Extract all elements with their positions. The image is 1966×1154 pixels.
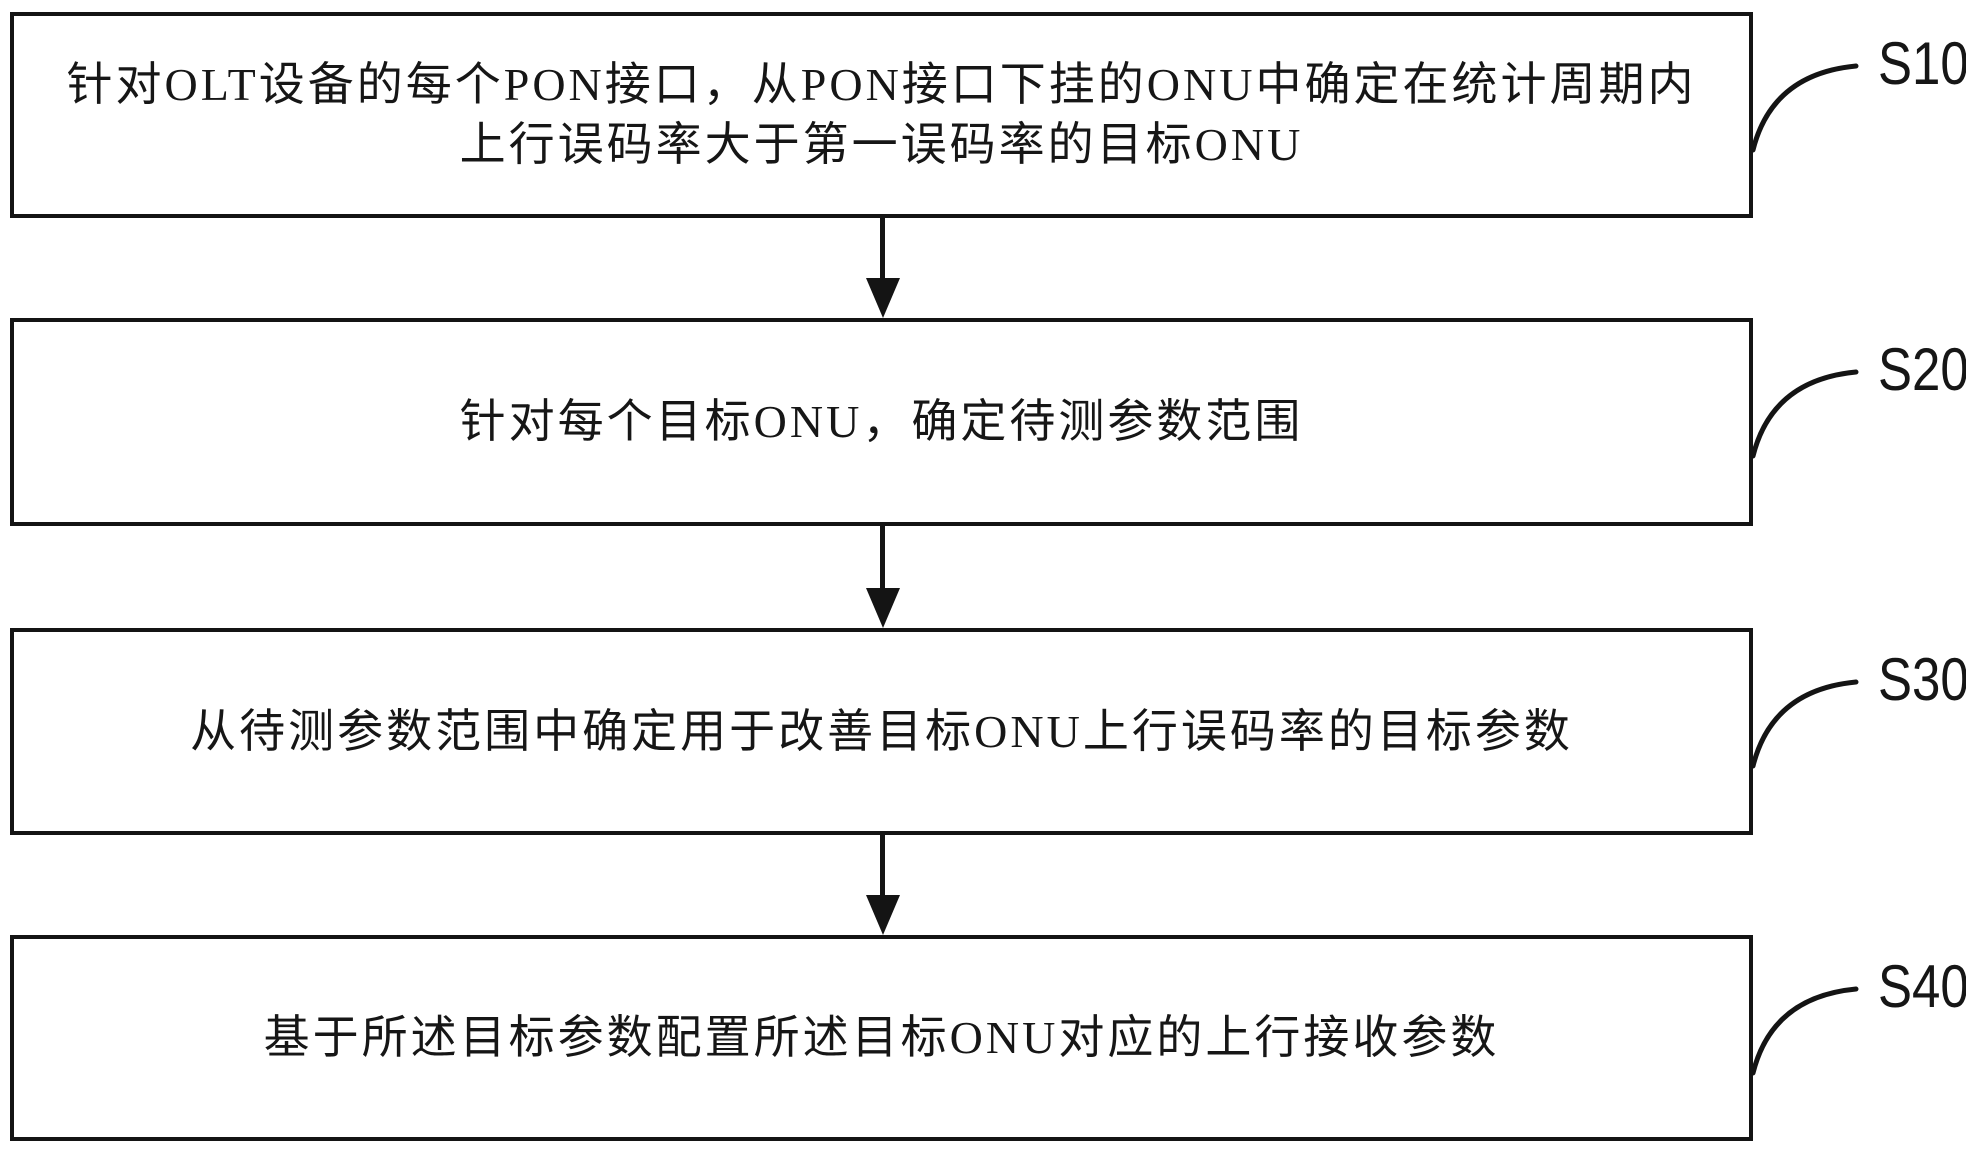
arrow-down-icon: [866, 278, 900, 318]
step-text-line: 针对每个目标ONU，确定待测参数范围: [459, 396, 1304, 448]
leader-curve-s40: [1750, 986, 1859, 1076]
leader-curve-s20: [1750, 369, 1859, 459]
step-text-line: 针对OLT设备的每个PON接口，从PON接口下挂的ONU中确定在统计周期内: [66, 59, 1697, 111]
flow-connector-line: [880, 218, 885, 280]
flow-step-box-s30: 从待测参数范围中确定用于改善目标ONU上行误码率的目标参数: [10, 628, 1753, 835]
flow-connector-line: [880, 526, 885, 590]
flow-step-box-s40: 基于所述目标参数配置所述目标ONU对应的上行接收参数: [10, 935, 1753, 1141]
step-label-s40: S40: [1878, 953, 1966, 1020]
step-text-line: 上行误码率大于第一误码率的目标ONU: [459, 119, 1304, 170]
arrow-down-icon: [866, 588, 900, 628]
step-label-s30: S30: [1878, 646, 1966, 713]
arrow-down-icon: [866, 895, 900, 935]
flow-step-box-s10: 针对OLT设备的每个PON接口，从PON接口下挂的ONU中确定在统计周期内 上行…: [10, 12, 1753, 218]
leader-curve-s10: [1750, 63, 1859, 153]
step-label-s20: S20: [1878, 336, 1966, 403]
flow-step-box-s20: 针对每个目标ONU，确定待测参数范围: [10, 318, 1753, 526]
step-label-s10: S10: [1878, 30, 1966, 97]
step-text-line: 从待测参数范围中确定用于改善目标ONU上行误码率的目标参数: [190, 705, 1573, 757]
leader-curve-s30: [1750, 679, 1859, 769]
flow-connector-line: [880, 835, 885, 897]
step-text-line: 基于所述目标参数配置所述目标ONU对应的上行接收参数: [263, 1012, 1500, 1064]
